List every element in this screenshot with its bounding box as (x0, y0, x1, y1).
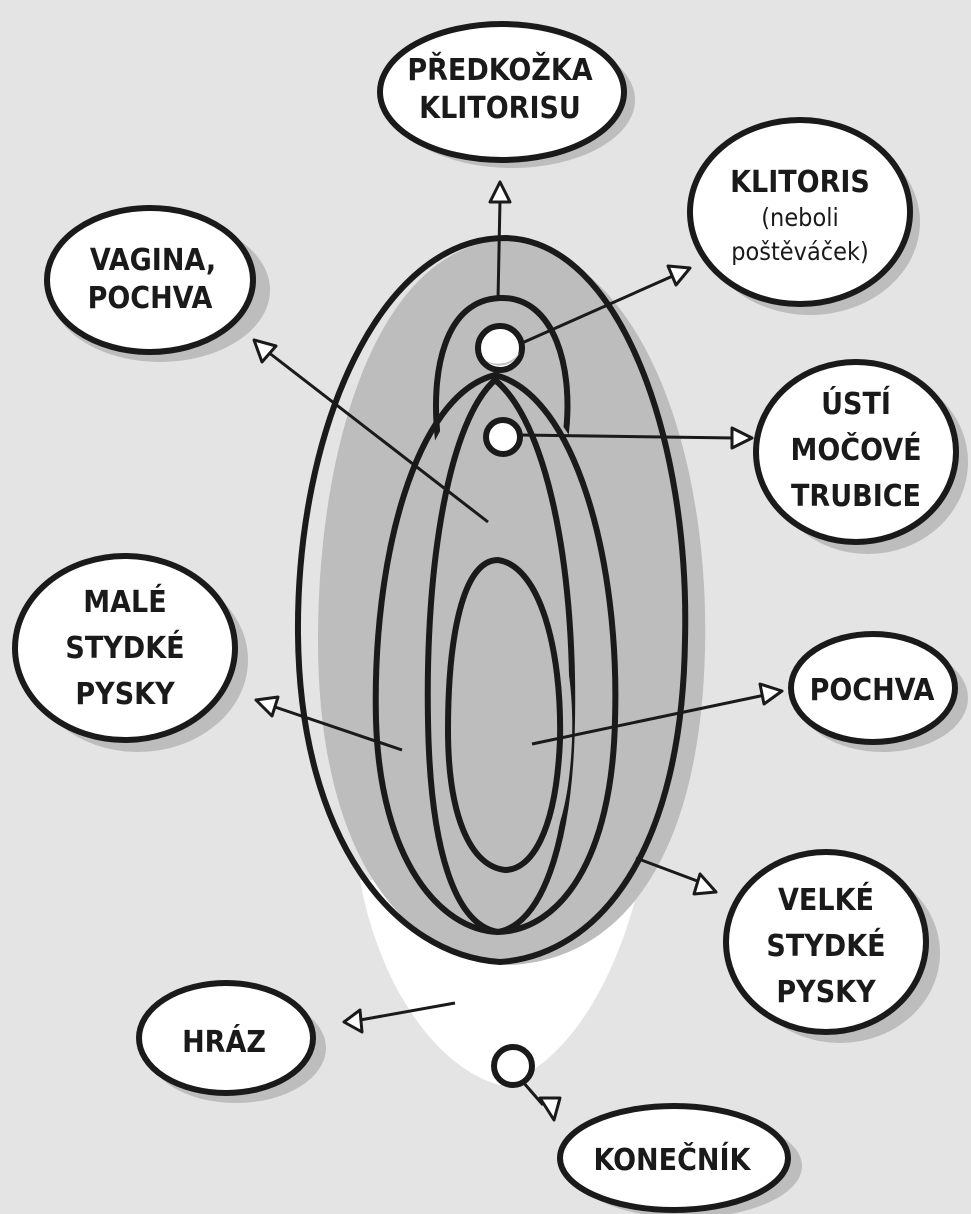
arrow-head-velke-pysky (694, 874, 716, 894)
arrow-head-male-pysky (256, 697, 278, 716)
arrow-head-konecnik (540, 1098, 560, 1120)
label-male-pysky-3: PYSKY (75, 677, 175, 712)
label-velke-pysky-2: STYDKÉ (766, 928, 885, 964)
label-usti-3: TRUBICE (791, 479, 921, 514)
label-usti-1: ÚSTÍ (821, 385, 891, 422)
urethral-opening (486, 420, 520, 454)
label-klitoris-2: (neboli (761, 203, 838, 232)
label-klitoris-1: KLITORIS (730, 165, 870, 200)
arrow-head-hraz (344, 1010, 362, 1032)
arrow-head-vagina (254, 340, 276, 362)
bubble-velke-pysky: VELKÉ STYDKÉ PYSKY (726, 852, 940, 1043)
label-vagina-1: VAGINA, (90, 243, 216, 278)
bubble-pochva: POCHVA (791, 634, 968, 752)
bubble-klitoris: KLITORIS (neboli poštěváček) (690, 120, 920, 315)
arrow-head-usti (732, 428, 752, 448)
bubble-male-pysky: MALÉ STYDKÉ PYSKY (15, 556, 248, 752)
bubble-konecnik: KONEČNÍK (560, 1106, 802, 1214)
label-pochva: POCHVA (810, 673, 935, 708)
label-konecnik: KONEČNÍK (594, 1141, 752, 1178)
bubble-predkozka: PŘEDKOŽKA KLITORISU (380, 24, 635, 168)
label-predkozka-2: KLITORISU (419, 91, 581, 126)
arrow-line-predkozka (498, 200, 500, 300)
label-vagina-2: POCHVA (88, 281, 213, 316)
label-male-pysky-2: STYDKÉ (65, 630, 184, 666)
anus (494, 1047, 532, 1085)
label-velke-pysky-1: VELKÉ (778, 882, 874, 918)
bubble-usti: ÚSTÍ MOČOVÉ TRUBICE (756, 362, 968, 554)
label-klitoris-3: poštěváček) (731, 237, 869, 266)
label-predkozka-1: PŘEDKOŽKA (407, 52, 592, 88)
label-male-pysky-1: MALÉ (83, 584, 166, 620)
anatomy-illustration (298, 238, 705, 1085)
arrow-head-predkozka (490, 182, 510, 202)
clitoris (478, 326, 522, 370)
label-velke-pysky-3: PYSKY (776, 975, 876, 1010)
label-hraz: HRÁZ (182, 1024, 266, 1060)
arrow-head-pochva (760, 684, 782, 704)
arrow-head-klitoris (668, 266, 690, 285)
label-usti-2: MOČOVÉ (790, 431, 921, 468)
bubble-hraz: HRÁZ (139, 983, 326, 1103)
arrow-line-konecnik (523, 1082, 543, 1105)
bubble-vagina: VAGINA, POCHVA (47, 208, 270, 362)
